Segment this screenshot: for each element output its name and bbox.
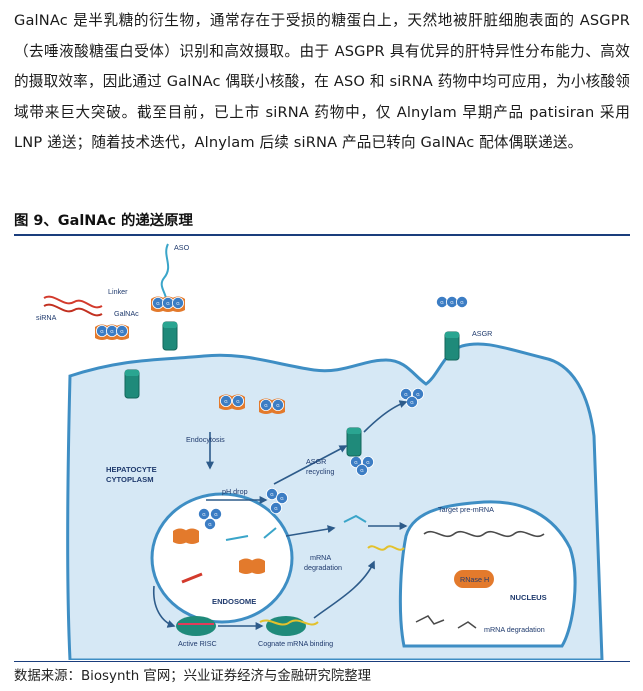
label-mrna-degradation-nucleus: mRNA degradation (484, 625, 545, 634)
label-galnac: GalNAc (114, 309, 139, 318)
label-ph-drop: pH drop (222, 487, 248, 496)
label-mrna-degradation-2: degradation (304, 563, 342, 572)
figure-title: 图 9、GalNAc 的递送原理 (14, 209, 193, 230)
body-paragraph: GalNAc 是半乳糖的衍生物，通常存在于受损的糖蛋白上，天然地被肝脏细胞表面的… (14, 6, 630, 159)
label-endosome: ENDOSOME (212, 597, 256, 606)
label-nucleus: NUCLEUS (510, 593, 547, 602)
label-asgr: ASGR (472, 329, 492, 338)
asgr-receptor (163, 322, 177, 350)
label-rnase-h: RNase H (460, 575, 489, 584)
cognate-binding-complex (266, 616, 306, 636)
label-linker: Linker (108, 287, 128, 296)
active-risc-complex (176, 616, 216, 636)
figure-source: 数据来源：Biosynth 官网；兴业证券经济与金融研究院整理 (14, 664, 371, 684)
label-endocytosis: Endocytosis (186, 435, 225, 444)
label-asgr-recycling-2: recycling (306, 467, 334, 476)
galnac-cluster (259, 399, 285, 415)
label-cognate-binding: Cognate mRNA binding (258, 639, 333, 648)
galnac-cluster (95, 325, 129, 341)
asgr-receptor (125, 370, 139, 398)
figure-bottom-rule (14, 661, 630, 662)
galnac-cluster (436, 296, 467, 307)
galnac-cluster (219, 395, 245, 411)
label-cytoplasm: CYTOPLASM (106, 475, 154, 484)
label-active-risc: Active RISC (178, 639, 217, 648)
asgr-receptor (347, 428, 361, 456)
label-hepatocyte: HEPATOCYTE (106, 465, 157, 474)
label-aso: ASO (174, 243, 190, 252)
galnac-delivery-diagram: G (14, 236, 630, 660)
label-sirna: siRNA (36, 313, 57, 322)
asgr-receptor (445, 332, 459, 360)
label-target-pre-mrna: Target pre-mRNA (438, 505, 494, 514)
galnac-cluster (151, 297, 185, 313)
label-asgr-recycling-1: ASGR (306, 457, 326, 466)
label-mrna-degradation-1: mRNA (310, 553, 331, 562)
